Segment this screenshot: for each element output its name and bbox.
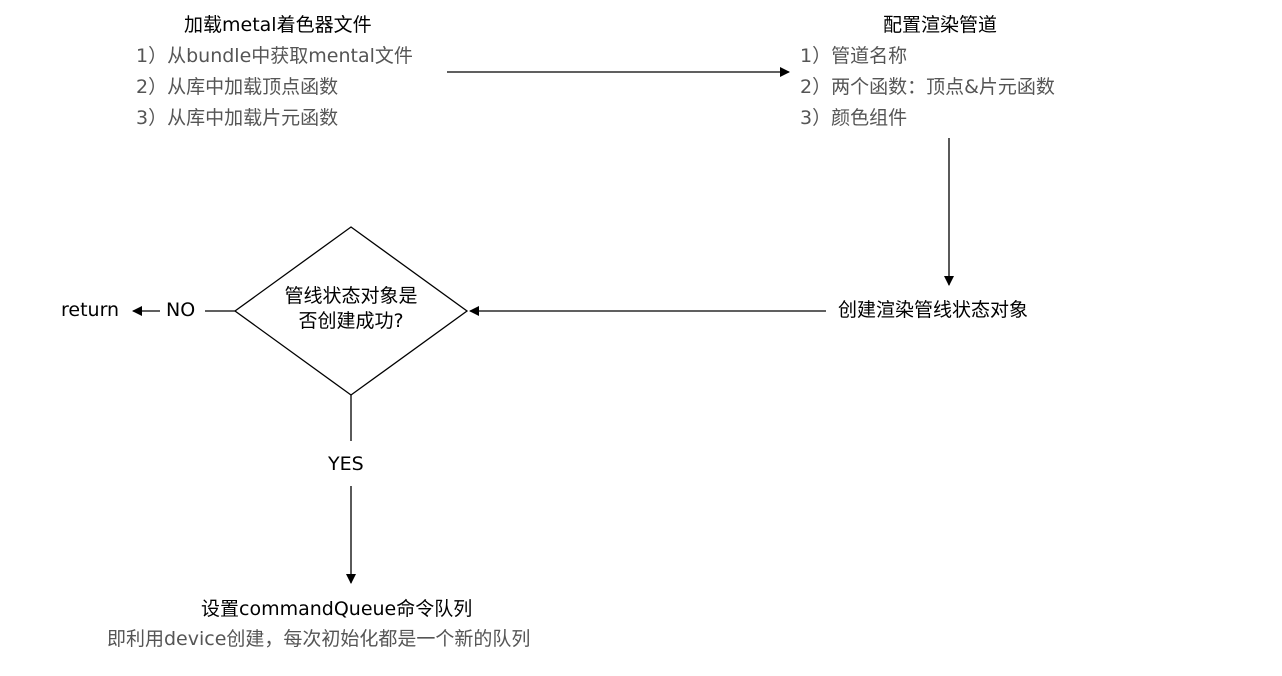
decision-line-1: 管线状态对象是 xyxy=(284,285,418,307)
create-state-label: 创建渲染管线状态对象 xyxy=(838,299,1029,321)
decision-line-2: 否创建成功? xyxy=(298,310,404,332)
configure-pipeline-step-2: 2）两个函数：顶点&片元函数 xyxy=(800,76,1055,98)
command-queue-title: 设置commandQueue命令队列 xyxy=(201,598,473,620)
load-shader-step-1: 1）从bundle中获取mental文件 xyxy=(136,45,413,67)
no-label: NO xyxy=(166,299,196,321)
return-label: return xyxy=(61,299,120,321)
decision-text: 管线状态对象是 否创建成功? xyxy=(236,284,466,334)
load-shader-step-3: 3）从库中加载片元函数 xyxy=(136,107,339,129)
load-shader-step-2: 2）从库中加载顶点函数 xyxy=(136,76,339,98)
configure-pipeline-step-3: 3）颜色组件 xyxy=(800,107,908,129)
yes-label: YES xyxy=(328,453,364,475)
command-queue-subtitle: 即利用device创建，每次初始化都是一个新的队列 xyxy=(107,628,531,650)
configure-pipeline-title: 配置渲染管道 xyxy=(883,14,998,36)
load-shader-title: 加载metal着色器文件 xyxy=(184,14,372,36)
configure-pipeline-step-1: 1）管道名称 xyxy=(800,45,908,67)
